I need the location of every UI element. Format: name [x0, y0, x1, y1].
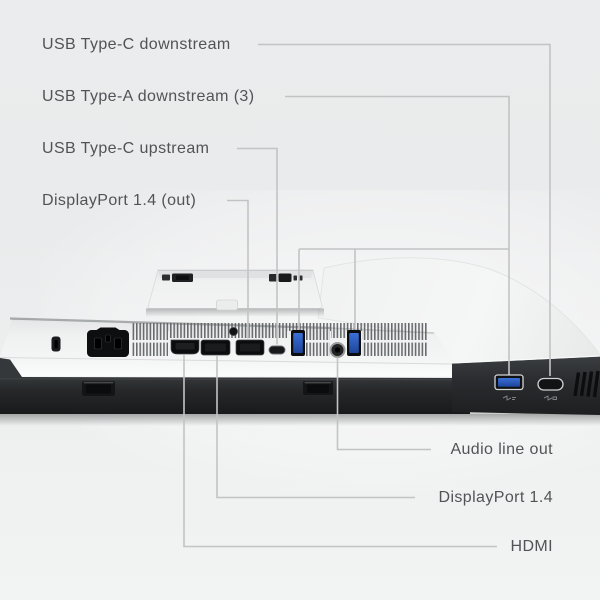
stand-connector-right-1 [269, 274, 277, 282]
base-top-highlight [0, 378, 469, 381]
callout-line-usb-a-downstream [285, 95, 510, 375]
base-bar [0, 358, 470, 414]
displayport-out-inner [240, 343, 260, 352]
power-pin-center [105, 334, 111, 343]
ac-power-inlet [87, 327, 129, 357]
usb-a-5gbps-icon [502, 395, 516, 401]
base-foot-left-inner [86, 384, 111, 394]
quick-access-top-highlight [451, 355, 600, 364]
callout-line-usb-c-downstream [258, 43, 551, 376]
port-panel [0, 317, 464, 377]
usb-c-upstream-port [268, 345, 286, 355]
back-cover [317, 257, 600, 377]
label-audio-line-out: Audio line out [450, 441, 553, 458]
power-pin-left [94, 337, 102, 350]
power-pin-right [114, 337, 122, 350]
quick-access-usb-a-tongue [498, 378, 520, 387]
stand-release-tab [216, 299, 238, 311]
callout-lines [183, 43, 551, 548]
base-foot-left-edge [83, 381, 114, 384]
stand-mount [146, 269, 324, 317]
callout-line-hdmi [183, 355, 497, 548]
usb-c-charging-icon [543, 395, 557, 401]
callout-line-audio [336, 357, 431, 451]
callout-line-displayport [216, 356, 415, 499]
joystick-button [229, 327, 238, 336]
floor-shadow [0, 413, 600, 427]
displayport-in-inner [205, 343, 226, 352]
usb-a-downstream-port-2-tongue [349, 333, 359, 353]
kensington-lock-slot-inner [54, 340, 58, 349]
usb-a-downstream-port-1-tongue [293, 333, 303, 353]
label-hdmi: HDMI [510, 538, 553, 555]
stand-connector-slot-inner [176, 275, 189, 280]
audio-jack-hole [334, 347, 341, 353]
quick-access-section [451, 355, 600, 415]
stand-connector-dot-1 [293, 275, 297, 281]
panel-lip-crease [0, 357, 453, 365]
quick-access-bar [452, 356, 600, 415]
callout-line-displayport-out [227, 199, 249, 339]
base-foot-right-edge [304, 381, 332, 384]
stand-shadow [146, 308, 324, 317]
vent-slats [132, 323, 428, 356]
label-usb-c-upstream: USB Type-C upstream [42, 140, 210, 157]
front-base [0, 358, 470, 414]
label-usb-a-downstream: USB Type-A downstream (3) [42, 88, 255, 105]
label-displayport-out: DisplayPort 1.4 (out) [42, 192, 197, 209]
label-displayport: DisplayPort 1.4 [438, 489, 553, 506]
hdmi-port-inner [175, 343, 195, 350]
base-foot-right-inner [307, 384, 329, 393]
stand-connector-right-2 [278, 273, 292, 282]
quick-access-vents [573, 370, 600, 398]
callout-line-usb-c-upstream [237, 147, 278, 345]
quick-access-usb-c-port [537, 377, 564, 391]
stand-connector-small [162, 274, 170, 281]
label-usb-c-downstream: USB Type-C downstream [42, 36, 231, 53]
